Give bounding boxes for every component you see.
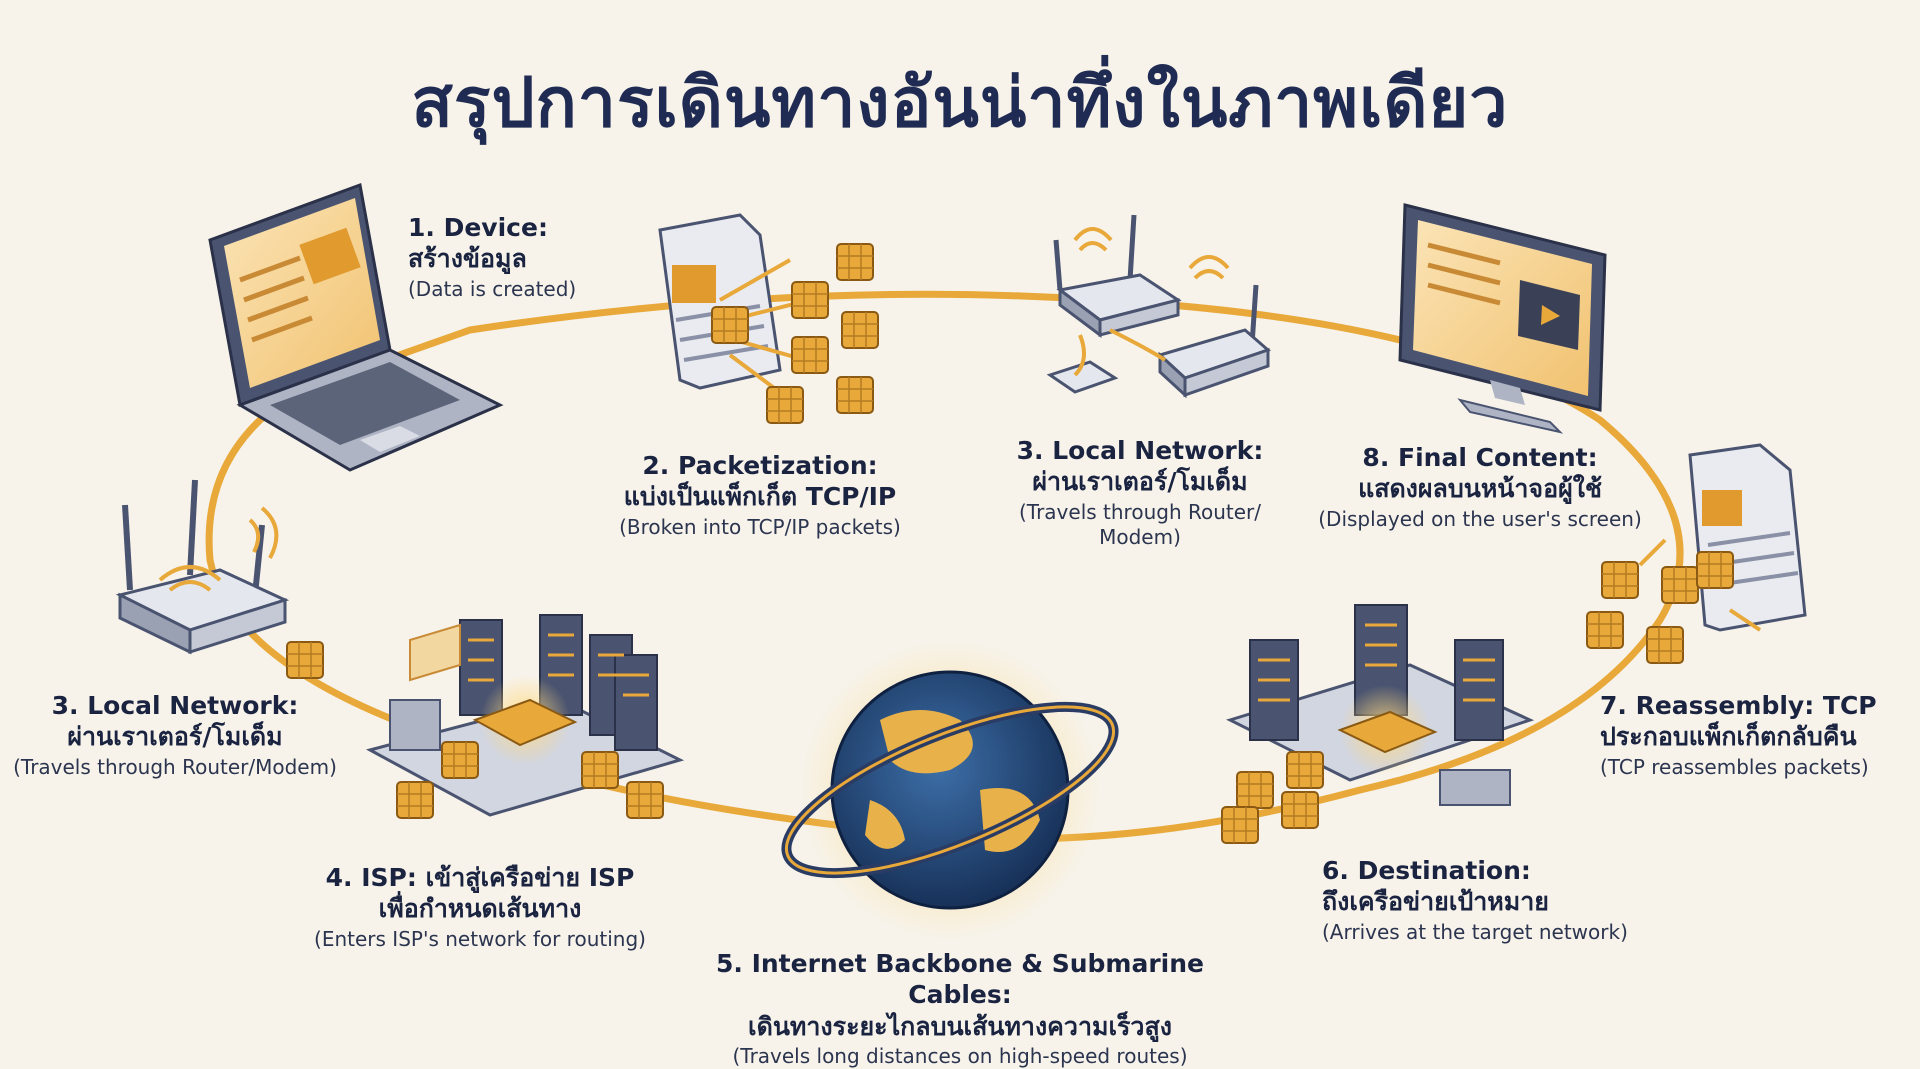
step-6-label: 6. Destination: ถึงเครือข่ายเป้าหมาย (Ar…	[1322, 856, 1628, 944]
monitor-icon	[1398, 203, 1607, 434]
step-3-top-label: 3. Local Network: ผ่านเราเตอร์/โมเด็ม (T…	[1016, 436, 1264, 549]
document-packets-icon	[658, 213, 879, 424]
page-title: สรุปการเดินทางอันน่าทึ่งในภาพเดียว	[411, 64, 1509, 143]
journey-diagram	[115, 182, 1807, 940]
step-2-label: 2. Packetization: แบ่งเป็นแพ็กเก็ต TCP/I…	[619, 451, 901, 539]
globe-cable-icon	[781, 640, 1119, 940]
step-4-label: 4. ISP: เข้าสู่เครือข่าย ISP เพื่อกำหนดเ…	[314, 863, 646, 951]
step-5-label: 5. Internet Backbone & Submarine Cables:…	[715, 949, 1204, 1068]
router-pair-icon	[1046, 214, 1271, 399]
step-1-label: 1. Device: สร้างข้อมูล (Data is created)	[408, 213, 577, 301]
step-8-label: 8. Final Content: แสดงผลบนหน้าจอผู้ใช้ (…	[1318, 443, 1642, 531]
router-icon	[115, 479, 324, 679]
isp-datacenter-icon	[365, 614, 685, 819]
laptop-icon	[208, 182, 504, 472]
destination-servers-icon	[1221, 604, 1535, 844]
step-7-label: 7. Reassembly: TCP ประกอบแพ็กเก็ตกลับคืน…	[1600, 691, 1877, 779]
step-3-left-label: 3. Local Network: ผ่านเราเตอร์/โมเด็ม (T…	[13, 691, 337, 779]
reassembly-document-icon	[1586, 443, 1807, 664]
